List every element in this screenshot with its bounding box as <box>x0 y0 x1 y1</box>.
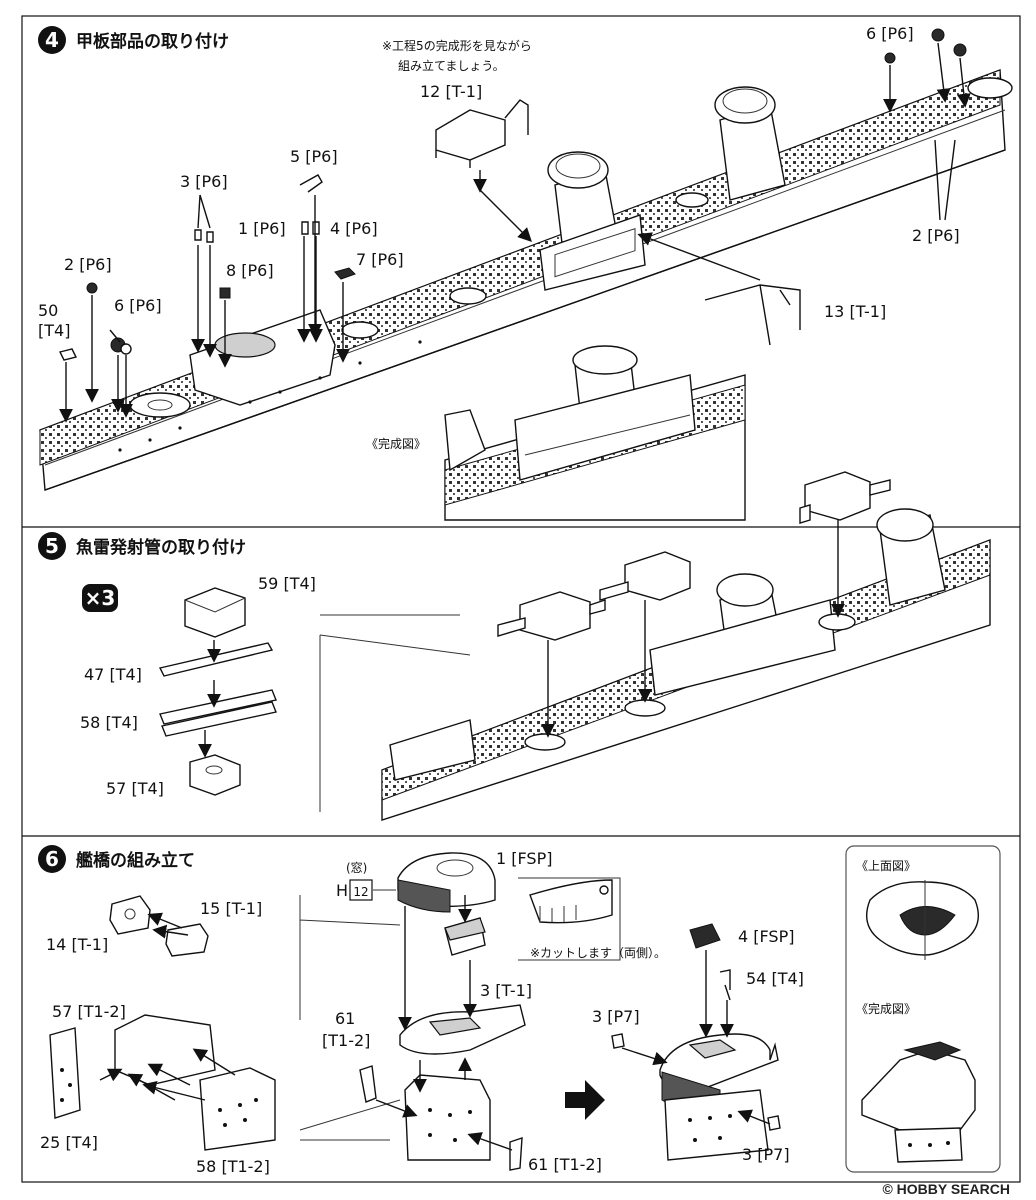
label-part-5: 5 [P6] <box>290 147 338 166</box>
part-14-15-drawing <box>109 895 209 957</box>
label-part-58: 58 [T4] <box>80 713 138 732</box>
label-part-57-t12: 57 [T1-2] <box>52 1002 126 1021</box>
label-part-61-top-sheet: [T1-2] <box>322 1031 370 1050</box>
label-part-54: 54 [T4] <box>746 969 804 988</box>
completed-view-caption: 《完成図》 <box>856 1001 916 1016</box>
step-5-badge <box>38 532 66 560</box>
label-part-61-bottom: 61 [T1-2] <box>528 1155 602 1174</box>
step-5-ship-drawing <box>381 508 991 821</box>
label-part-61-top: 61 <box>335 1009 355 1028</box>
step-5: 5 魚雷発射管の取り付け ×3 <box>38 471 991 821</box>
bridge-final-assembly <box>611 923 781 1161</box>
label-part-2-left: 2 [P6] <box>64 255 112 274</box>
label-part-1: 1 [P6] <box>238 219 286 238</box>
label-part-3-p7-bottom: 3 [P7] <box>742 1145 790 1164</box>
part-13-drawing <box>704 284 801 346</box>
watermark: © HOBBY SEARCH <box>882 1181 1010 1197</box>
label-part-57: 57 [T4] <box>106 779 164 798</box>
label-part-6-right: 6 [P6] <box>866 24 914 43</box>
window-note: (窓) <box>346 860 367 875</box>
step-4-title: 甲板部品の取り付け <box>76 31 229 52</box>
label-part-7: 7 [P6] <box>356 250 404 269</box>
multiplier-text: ×3 <box>85 586 116 610</box>
label-part-58-t12: 58 [T1-2] <box>196 1157 270 1176</box>
multiplier-badge <box>82 584 118 612</box>
step-5-number: 5 <box>45 534 59 558</box>
step-4-completed-view <box>444 345 746 521</box>
bridge-walls-drawing <box>49 1014 276 1151</box>
assembly-arrow <box>565 1080 605 1120</box>
part-7-drawing <box>334 267 356 280</box>
label-part-2-right: 2 [P6] <box>912 226 960 245</box>
cut-note: ※カットします（両側）。 <box>530 946 666 960</box>
label-part-3-p7-top: 3 [P7] <box>592 1007 640 1026</box>
bridge-top-view-drawing <box>866 880 979 960</box>
label-part-3-t1: 3 [T-1] <box>480 981 532 1000</box>
part-1-fsp-drawing <box>397 852 496 913</box>
label-part-4: 4 [P6] <box>330 219 378 238</box>
cut-detail-inset <box>518 877 621 961</box>
step-4-note-line-1: ※工程5の完成形を見ながら <box>382 38 532 53</box>
sheet-border <box>21 15 1021 1183</box>
torpedo-tube-exploded <box>158 587 277 796</box>
label-part-1-fsp: 1 [FSP] <box>496 849 552 868</box>
step-6-number: 6 <box>45 847 59 871</box>
label-part-59: 59 [T4] <box>258 574 316 593</box>
label-part-14: 14 [T-1] <box>46 935 108 954</box>
label-part-47: 47 [T4] <box>84 665 142 684</box>
step-4-note-line-2: 組み立てましょう。 <box>398 58 505 73</box>
label-part-50-sheet: [T4] <box>38 321 70 340</box>
step-4-completed-caption: 《完成図》 <box>366 436 426 451</box>
label-part-8: 8 [P6] <box>226 261 274 280</box>
step-6-badge <box>38 845 66 873</box>
step-5-title: 魚雷発射管の取り付け <box>76 537 246 558</box>
step-4-number: 4 <box>45 28 59 52</box>
label-part-13: 13 [T-1] <box>824 302 886 321</box>
label-part-25: 25 [T4] <box>40 1133 98 1152</box>
top-view-caption: 《上面図》 <box>856 859 916 873</box>
h-part-prefix: H <box>336 881 348 900</box>
part-5-drawing <box>299 174 323 193</box>
step-6-title: 艦橋の組み立て <box>76 850 195 871</box>
step-4-hull-drawing <box>39 69 1013 491</box>
label-part-6-left: 6 [P6] <box>114 296 162 315</box>
label-part-12: 12 [T-1] <box>420 82 482 101</box>
label-part-50: 50 <box>38 301 58 320</box>
h-part-number-box <box>349 879 373 901</box>
part-12-sprue-drawing <box>435 109 506 161</box>
label-part-3: 3 [P6] <box>180 172 228 191</box>
torpedo-tube-assemblies <box>497 471 891 738</box>
label-part-15: 15 [T-1] <box>200 899 262 918</box>
bridge-completed-view-drawing <box>861 1041 976 1163</box>
label-part-4-fsp: 4 [FSP] <box>738 927 794 946</box>
bridge-assembly-drawing <box>359 895 526 1171</box>
step-4-badge <box>38 26 66 54</box>
step-6: 6 艦橋の組み立て (窓) H 12 ※カットします（両側）。 <box>38 845 1001 1176</box>
h-part-number: 12 <box>353 885 368 899</box>
step-4: 4 甲板部品の取り付け ※工程5の完成形を見ながら 組み立てましょう。 <box>38 24 1013 521</box>
